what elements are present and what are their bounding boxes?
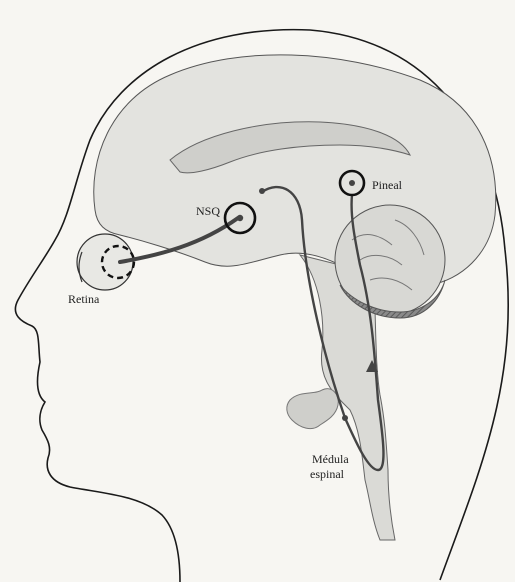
spinal-node [342, 415, 348, 421]
pituitary [287, 389, 339, 429]
medula-label-line2: espinal [310, 467, 344, 481]
nsq-label: NSQ [196, 204, 220, 218]
medula-label-line1: Médula [312, 452, 349, 466]
pineal-label: Pineal [372, 178, 402, 192]
hypothalamic-node [259, 188, 265, 194]
retina-label: Retina [68, 292, 99, 306]
